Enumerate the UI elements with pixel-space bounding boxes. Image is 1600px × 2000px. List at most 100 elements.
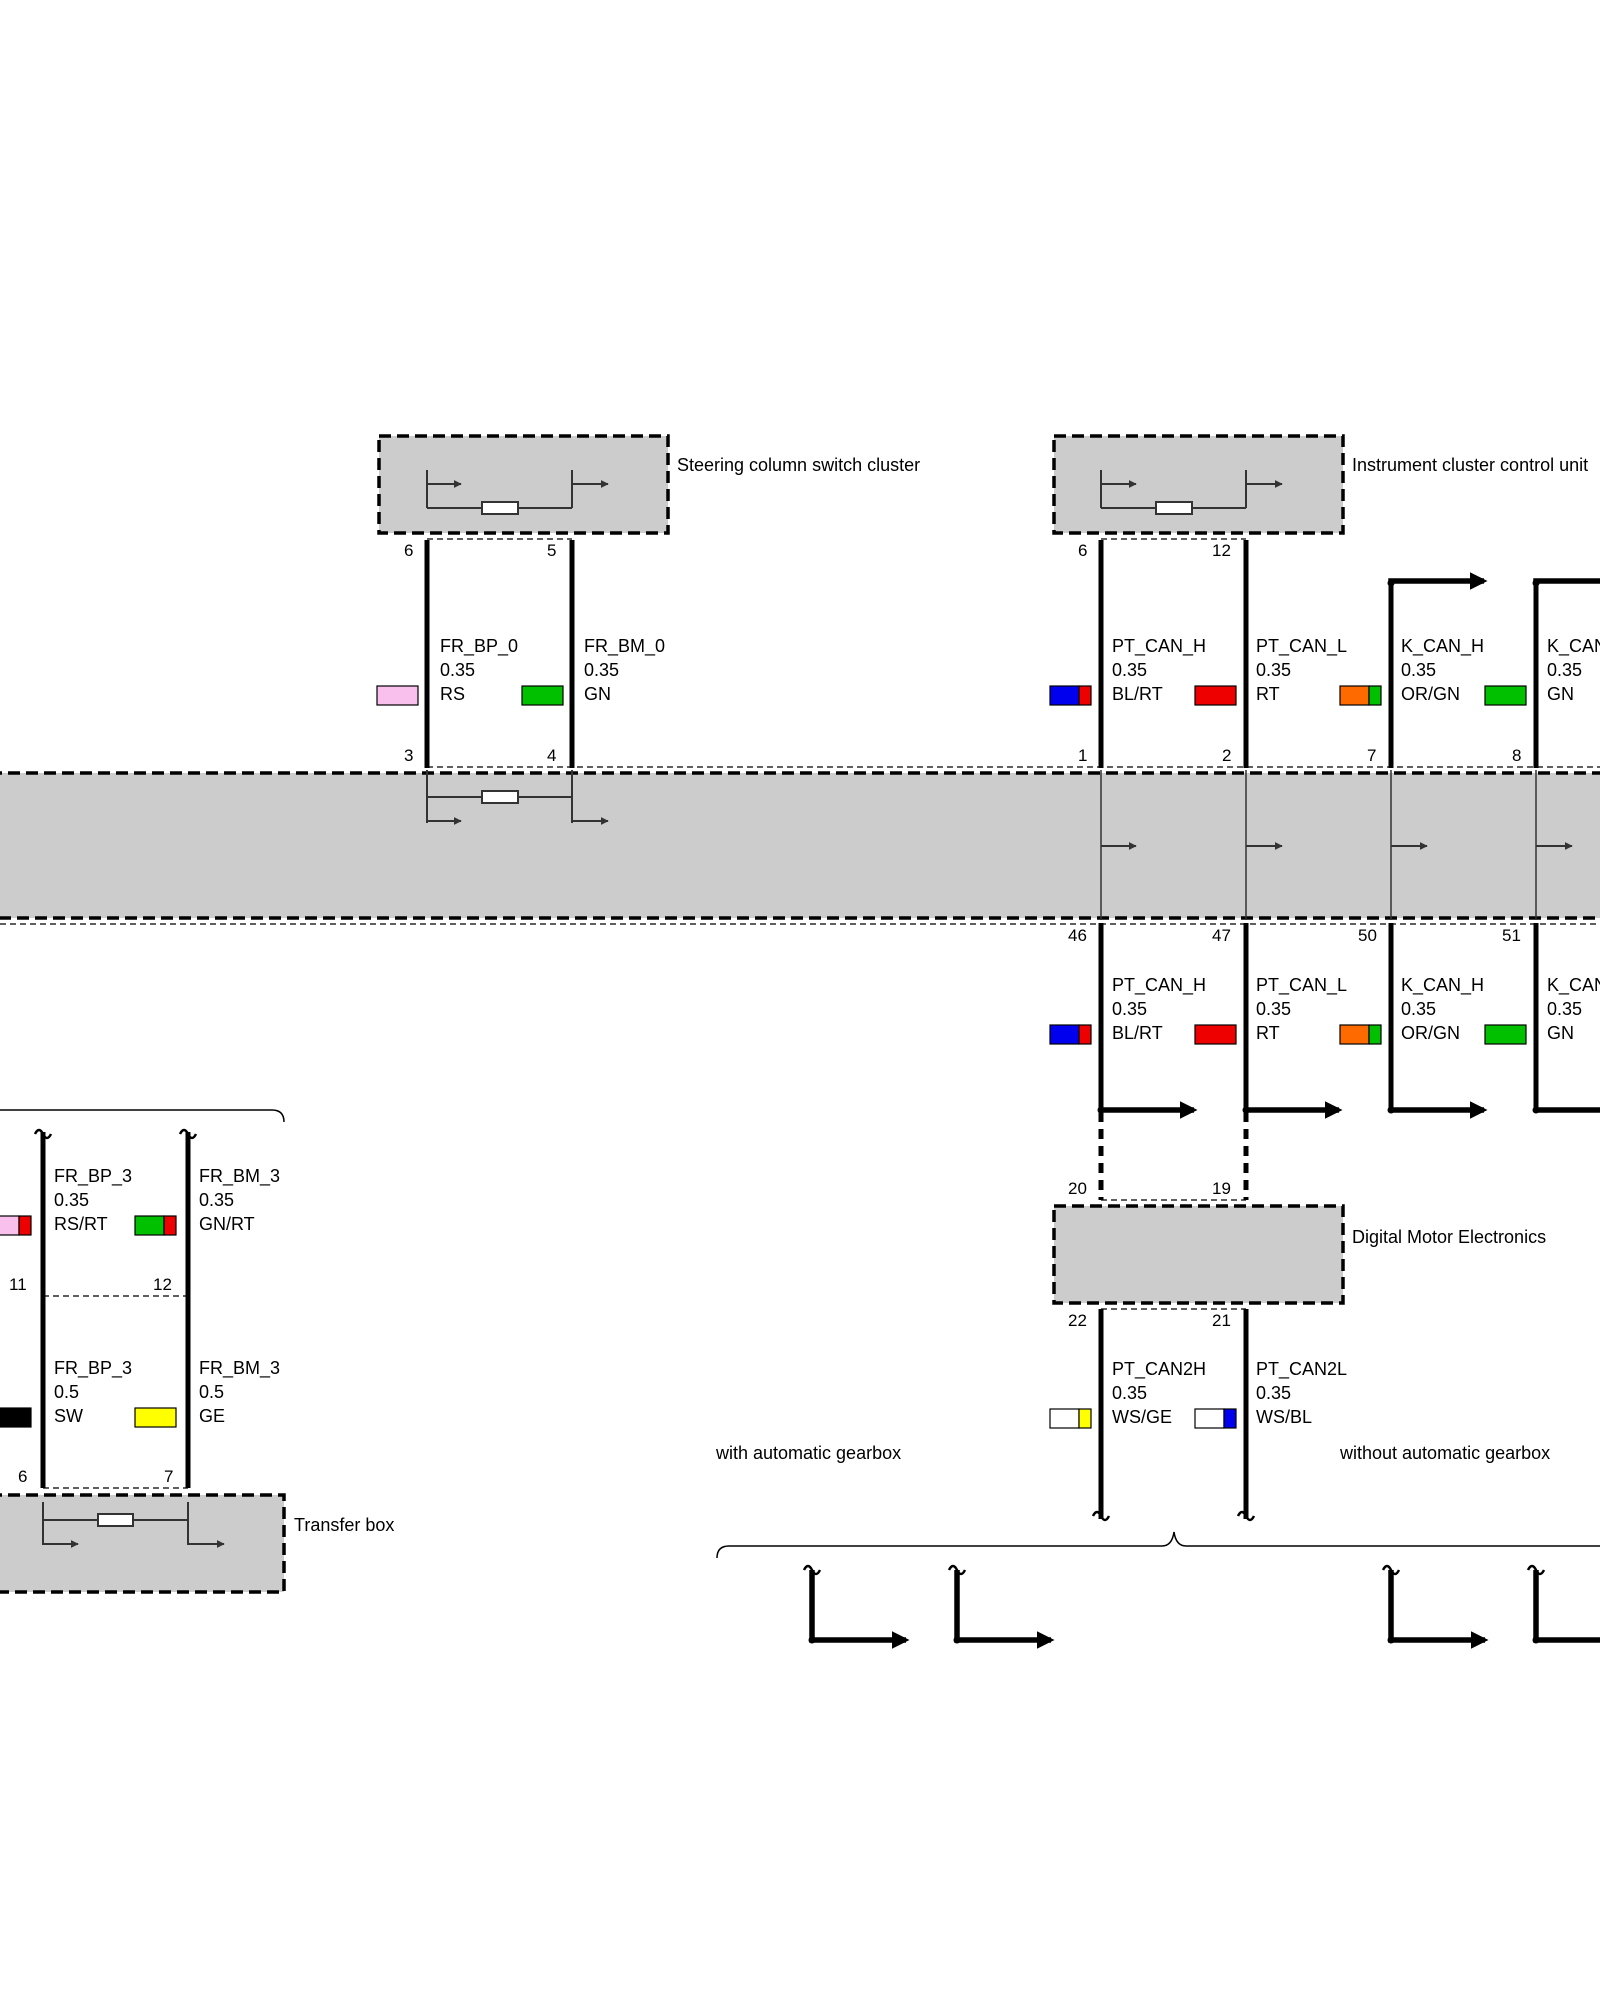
wire-color: BL/RT xyxy=(1112,684,1163,704)
with-automatic-gearbox-note: with automatic gearbox xyxy=(715,1443,901,1463)
wire-name: FR_BP_3 xyxy=(54,1358,132,1379)
pin-number: 11 xyxy=(9,1275,27,1294)
wire-color-swatch xyxy=(1049,685,1092,706)
pin-number: 21 xyxy=(1212,1311,1231,1330)
wire-break-icon xyxy=(33,1128,53,1140)
wire-color: GN/RT xyxy=(199,1214,255,1234)
wire-color-swatch xyxy=(1339,1024,1382,1045)
wire-color: SW xyxy=(54,1406,83,1426)
wire-size: 0.5 xyxy=(54,1382,79,1402)
wire-name: PT_CAN_H xyxy=(1112,636,1206,657)
wire-size: 0.35 xyxy=(440,660,475,680)
wire-name: FR_BM_3 xyxy=(199,1166,280,1187)
arrow-right-icon xyxy=(1533,578,1600,584)
pin-number: 50 xyxy=(1358,926,1377,945)
wires xyxy=(40,540,1539,1519)
pin-number: 6 xyxy=(1078,541,1087,560)
wire-name: K_CAN_H xyxy=(1401,636,1484,657)
wire-size: 0.35 xyxy=(1256,1383,1291,1403)
wire-size: 0.35 xyxy=(1547,660,1582,680)
wire-color-swatch xyxy=(1194,685,1237,706)
wire-color: OR/GN xyxy=(1401,684,1460,704)
instrument-internal-resistor-icon xyxy=(1100,470,1283,515)
wire-size: 0.35 xyxy=(1547,999,1582,1019)
wire-name: FR_BM_0 xyxy=(584,636,665,657)
pin-number: 7 xyxy=(1367,746,1376,765)
continuation-arrows xyxy=(809,572,1600,1649)
pin-number: 46 xyxy=(1068,926,1087,945)
bracket-gearbox-group xyxy=(716,1531,1600,1559)
wire-break-icon xyxy=(802,1564,822,1576)
wire-color-swatch xyxy=(134,1407,177,1428)
wire-color-swatch xyxy=(1484,1024,1527,1045)
wire-color: GE xyxy=(199,1406,225,1426)
wire-color: GN xyxy=(1547,1023,1574,1043)
steering-column-switch-cluster-label: Steering column switch cluster xyxy=(677,455,920,475)
optional-wire-segments xyxy=(1098,1112,1249,1200)
wire-break-icon xyxy=(178,1128,198,1140)
wire-name: PT_CAN_L xyxy=(1256,975,1347,996)
pin-number: 7 xyxy=(164,1467,173,1486)
wire-color-swatch xyxy=(0,1215,32,1236)
wire-break-icon xyxy=(1091,1510,1111,1522)
wire-color: BL/RT xyxy=(1112,1023,1163,1043)
wire-color-swatch xyxy=(1484,685,1527,706)
bracket-transfer-group xyxy=(0,1109,285,1123)
wire-color-swatch xyxy=(134,1215,177,1236)
arrow-right-icon xyxy=(809,1570,910,1649)
wire-color-swatch xyxy=(1194,1024,1237,1045)
digital-motor-electronics-box xyxy=(1052,1204,1345,1305)
wire-labels: FR_BP_0 0.35 RS FR_BM_0 0.35 GN PT_CAN_H… xyxy=(54,636,1600,1427)
transfer-box-label: Transfer box xyxy=(294,1515,394,1535)
connector-links xyxy=(0,538,1600,1489)
wire-color: RT xyxy=(1256,684,1280,704)
wire-name: FR_BP_0 xyxy=(440,636,518,657)
pin-number: 22 xyxy=(1068,1311,1087,1330)
without-automatic-gearbox-note: without automatic gearbox xyxy=(1339,1443,1550,1463)
wire-color-swatch xyxy=(0,1407,32,1428)
wire-size: 0.35 xyxy=(1401,660,1436,680)
wire-name: FR_BM_3 xyxy=(199,1358,280,1379)
wire-color: RS/RT xyxy=(54,1214,108,1234)
wire-name: PT_CAN2L xyxy=(1256,1359,1347,1380)
gateway-internal-resistor-icon xyxy=(426,770,609,825)
pin-number: 19 xyxy=(1212,1179,1231,1198)
arrow-right-icon xyxy=(1533,1570,1600,1643)
wire-color-swatches xyxy=(0,685,1527,1429)
wire-size: 0.35 xyxy=(1112,999,1147,1019)
wire-name: K_CAN_H xyxy=(1401,975,1484,996)
wire-color-swatch xyxy=(1194,1408,1237,1429)
wire-color: WS/GE xyxy=(1112,1407,1172,1427)
wire-size: 0.35 xyxy=(1112,1383,1147,1403)
junction-dots xyxy=(808,579,1540,1644)
wire-color-swatch xyxy=(521,685,564,706)
wire-break-icon xyxy=(1381,1564,1401,1576)
wire-size: 0.35 xyxy=(1112,660,1147,680)
arrow-right-icon xyxy=(954,1570,1055,1649)
arrow-right-icon xyxy=(1388,572,1488,590)
wire-size: 0.5 xyxy=(199,1382,224,1402)
wire-size: 0.35 xyxy=(54,1190,89,1210)
pin-number: 8 xyxy=(1512,746,1521,765)
pin-number: 20 xyxy=(1068,1179,1087,1198)
wire-name: PT_CAN_L xyxy=(1256,636,1347,657)
steering-internal-resistor-icon xyxy=(426,470,609,515)
wire-size: 0.35 xyxy=(199,1190,234,1210)
wire-color: GN xyxy=(584,684,611,704)
pin-number: 6 xyxy=(404,541,413,560)
wire-name: K_CAN xyxy=(1547,636,1600,657)
gateway-can-taps-icon xyxy=(1100,770,1573,920)
wire-color-swatch xyxy=(1049,1408,1092,1429)
wire-size: 0.35 xyxy=(1401,999,1436,1019)
wire-color-swatch xyxy=(1049,1024,1092,1045)
wire-name: PT_CAN_H xyxy=(1112,975,1206,996)
wire-color-swatch xyxy=(1339,685,1382,706)
wire-color-swatch xyxy=(376,685,419,706)
pin-number: 12 xyxy=(1212,541,1231,560)
wire-break-icon xyxy=(947,1564,967,1576)
wire-color: GN xyxy=(1547,684,1574,704)
pin-number: 1 xyxy=(1078,746,1087,765)
pin-number: 3 xyxy=(404,746,413,765)
digital-motor-electronics-label: Digital Motor Electronics xyxy=(1352,1227,1546,1247)
